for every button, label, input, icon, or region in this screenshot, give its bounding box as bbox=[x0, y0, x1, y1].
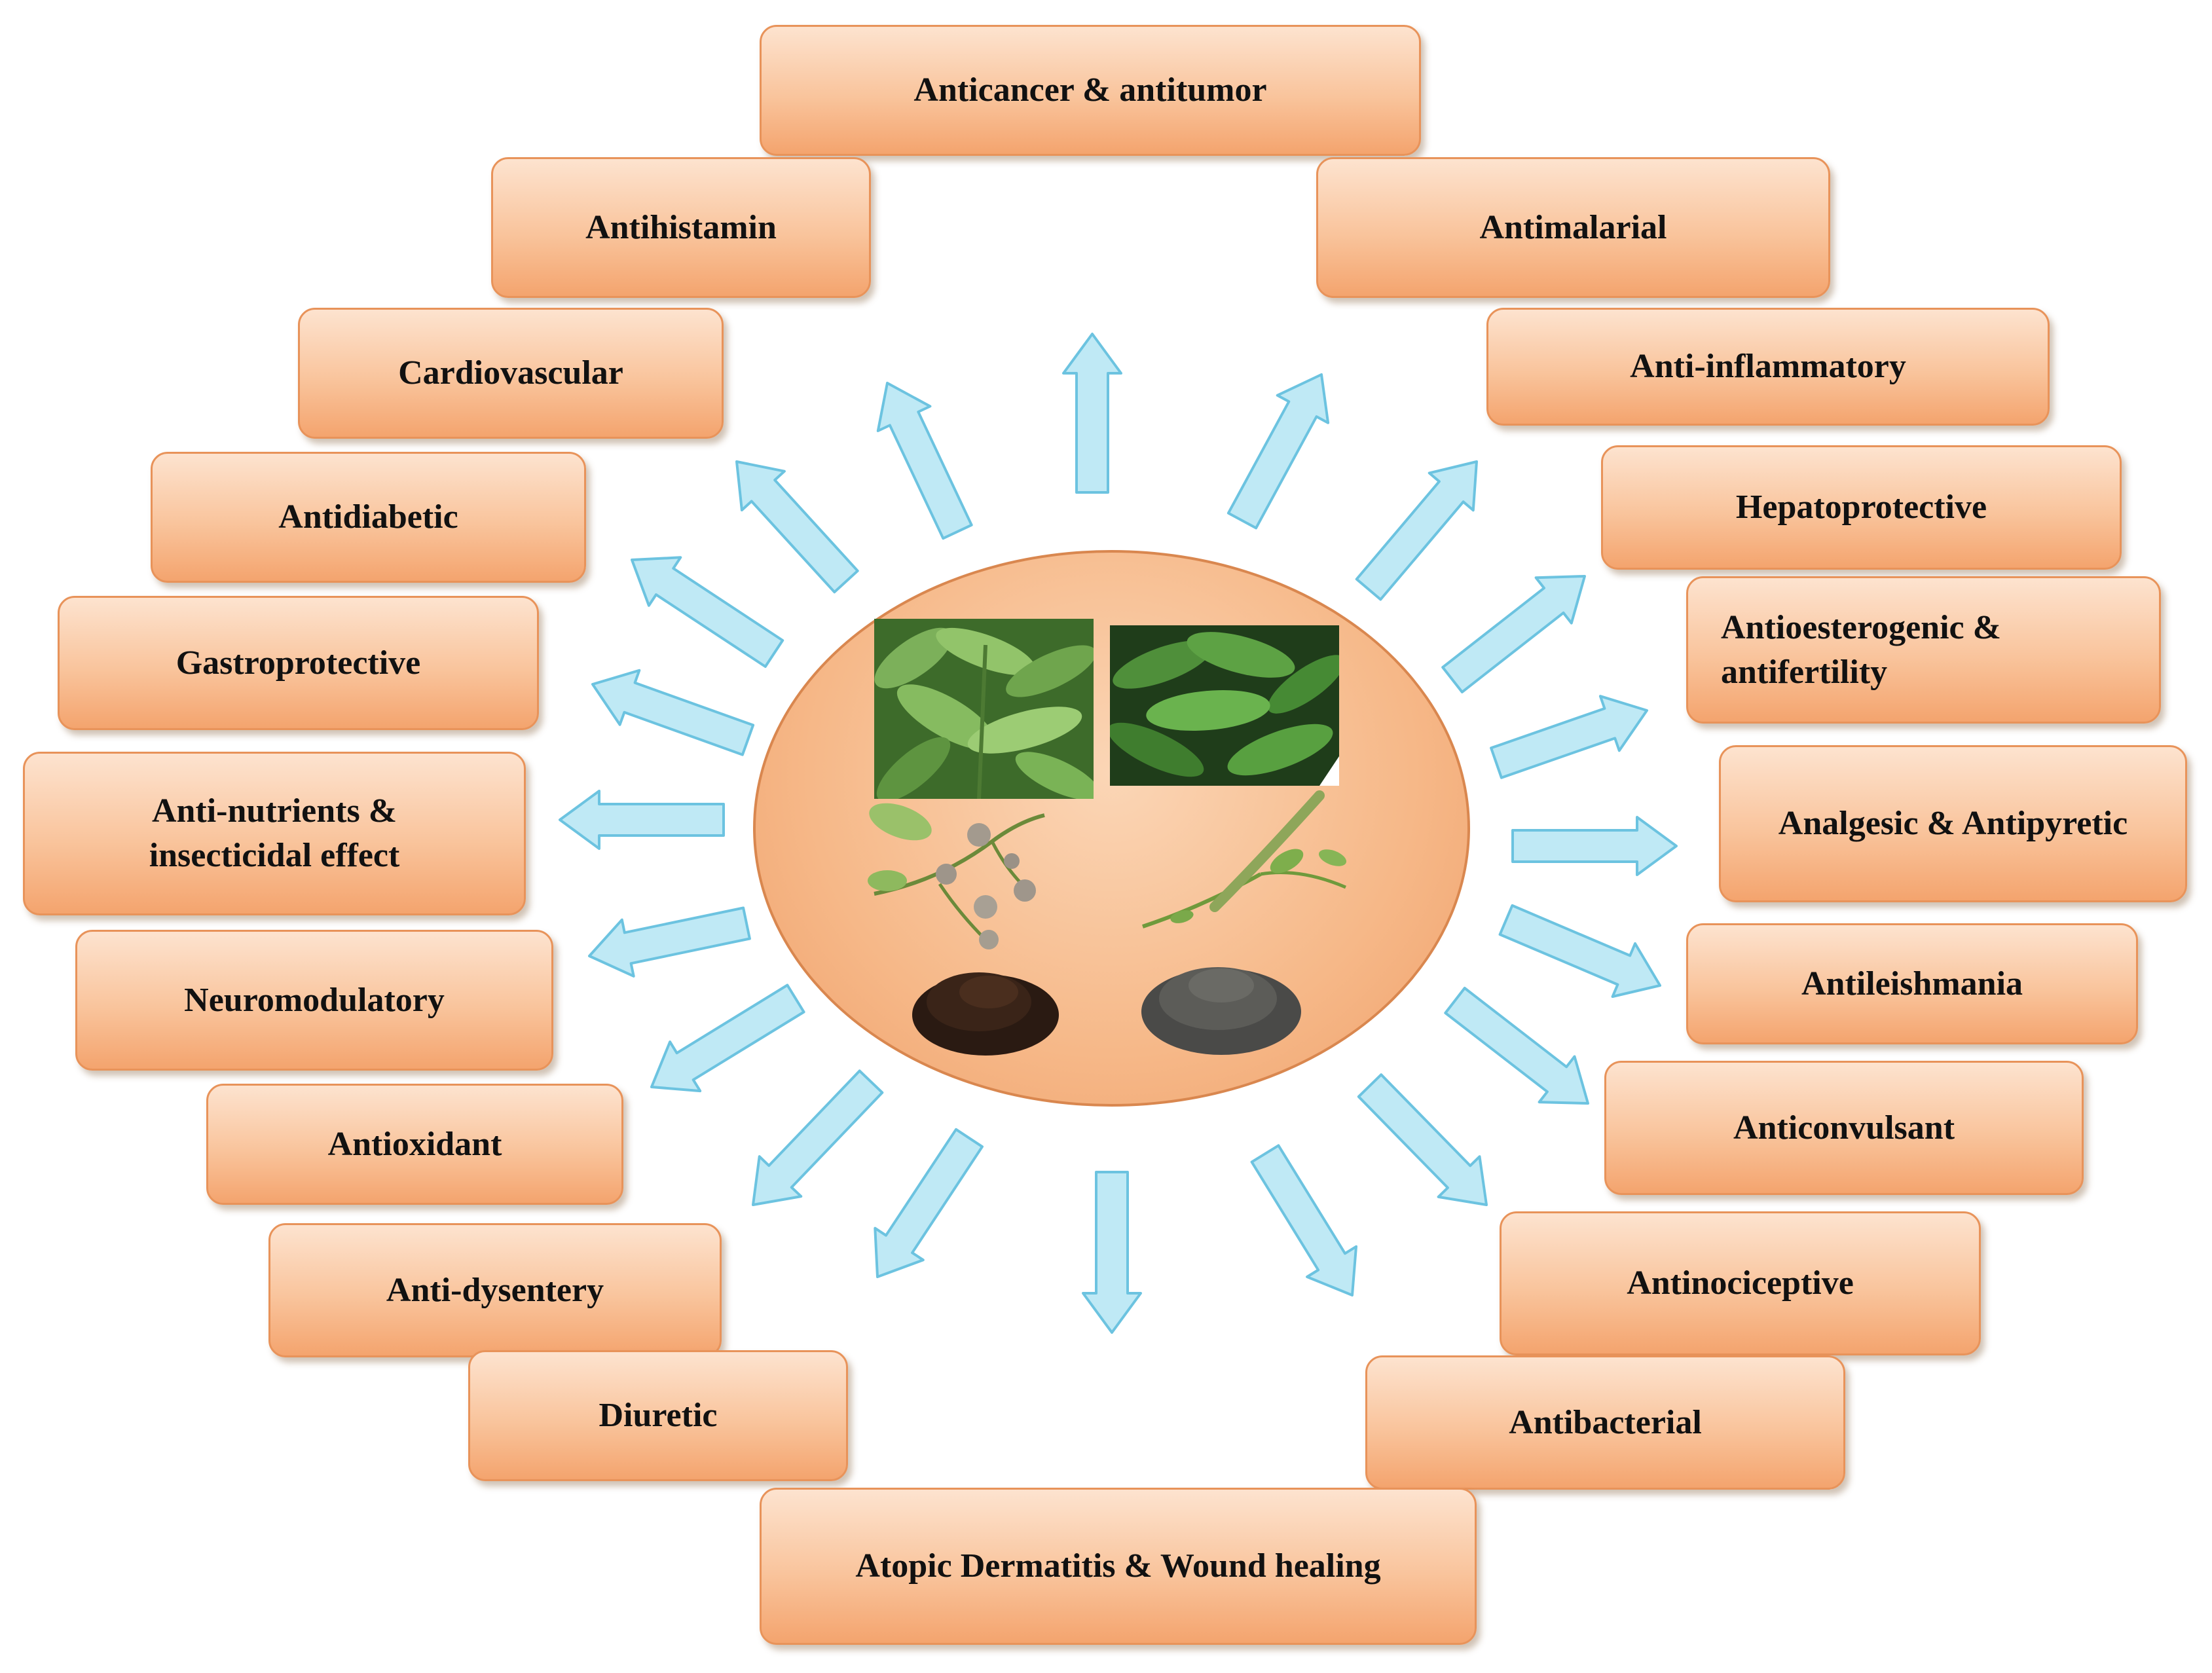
box-antihistamin: Antihistamin bbox=[491, 157, 871, 298]
box-label: Anti-inflammatory bbox=[1630, 348, 1906, 386]
box-hepatoprotective: Hepatoprotective bbox=[1601, 445, 2122, 570]
arrow-19 bbox=[1355, 460, 1478, 601]
arrow-18 bbox=[1441, 575, 1586, 693]
box-label: Neuromodulatory bbox=[184, 981, 445, 1019]
arrow-17 bbox=[1490, 695, 1648, 779]
arrow-10 bbox=[874, 1128, 984, 1278]
box-anti-inflammatory: Anti-inflammatory bbox=[1486, 308, 2050, 426]
box-label: Anticancer & antitumor bbox=[913, 71, 1267, 109]
box-label: Anticonvulsant bbox=[1733, 1109, 1955, 1147]
box-neuromodulatory: Neuromodulatory bbox=[75, 930, 553, 1071]
box-label: Atopic Dermatitis & Wound healing bbox=[855, 1547, 1381, 1585]
box-antioesterogenic: Antioesterogenic & antifertility bbox=[1686, 576, 2161, 724]
grey-seeds-photo bbox=[1141, 967, 1301, 1055]
box-antibacterial: Antibacterial bbox=[1365, 1355, 1845, 1490]
box-label: Antihistamin bbox=[585, 208, 777, 246]
box-label: Antimalarial bbox=[1479, 208, 1667, 246]
seed-pod-photo bbox=[1142, 790, 1347, 928]
black-seeds-photo bbox=[912, 972, 1059, 1056]
box-antinociceptive: Antinociceptive bbox=[1500, 1211, 1981, 1355]
arrow-2 bbox=[876, 382, 973, 540]
arrow-6 bbox=[559, 790, 725, 850]
box-analgesic: Analgesic & Antipyretic bbox=[1719, 745, 2187, 902]
box-gastroprotective: Gastroprotective bbox=[58, 596, 539, 730]
box-label: Gastroprotective bbox=[175, 644, 421, 682]
box-antioxidant: Antioxidant bbox=[206, 1084, 623, 1205]
box-label: Antibacterial bbox=[1509, 1403, 1702, 1441]
plant-leaves-photo-1 bbox=[874, 619, 1094, 799]
box-label: Diuretic bbox=[599, 1397, 718, 1435]
box-label: Antinociceptive bbox=[1627, 1264, 1854, 1302]
arrow-7 bbox=[588, 906, 751, 978]
box-label: Antidiabetic bbox=[278, 498, 458, 536]
box-antimalarial: Antimalarial bbox=[1316, 157, 1830, 298]
arrow-13 bbox=[1357, 1073, 1488, 1206]
arrow-14 bbox=[1444, 987, 1589, 1105]
arrow-1 bbox=[1062, 333, 1122, 494]
box-label: Antioesterogenic & antifertility bbox=[1721, 608, 2001, 691]
arrow-20 bbox=[1226, 373, 1330, 530]
box-anti-nutrients: Anti-nutrients & insecticidal effect bbox=[23, 752, 526, 915]
box-cardiovascular: Cardiovascular bbox=[298, 308, 724, 439]
box-label: Hepatoprotective bbox=[1735, 488, 1987, 526]
arrow-4 bbox=[631, 556, 784, 668]
arrow-15 bbox=[1498, 904, 1661, 998]
arrow-9 bbox=[752, 1069, 884, 1206]
box-atopic-dermatitis: Atopic Dermatitis & Wound healing bbox=[760, 1488, 1477, 1645]
box-label: Antileishmania bbox=[1801, 965, 2023, 1002]
arrow-3 bbox=[735, 460, 859, 594]
box-label: Anti-nutrients & insecticidal effect bbox=[149, 792, 400, 874]
box-diuretic: Diuretic bbox=[468, 1350, 848, 1481]
box-label: Antioxidant bbox=[327, 1125, 502, 1163]
box-label: Anti-dysentery bbox=[386, 1271, 604, 1309]
box-anti-dysentery: Anti-dysentery bbox=[268, 1223, 722, 1357]
plant-leaves-photo-2 bbox=[1110, 625, 1339, 786]
arrow-11 bbox=[1082, 1171, 1142, 1334]
arrow-12 bbox=[1250, 1144, 1357, 1296]
arrow-5 bbox=[591, 669, 755, 756]
box-antidiabetic: Antidiabetic bbox=[151, 452, 586, 583]
flowering-stem-photo bbox=[868, 803, 1045, 949]
box-anticancer: Anticancer & antitumor bbox=[760, 25, 1421, 156]
box-label: Cardiovascular bbox=[398, 354, 623, 392]
arrow-16 bbox=[1511, 816, 1678, 876]
box-antileishmania: Antileishmania bbox=[1686, 923, 2138, 1044]
box-label: Analgesic & Antipyretic bbox=[1778, 805, 2128, 843]
arrow-8 bbox=[650, 984, 805, 1093]
box-anticonvulsant: Anticonvulsant bbox=[1604, 1061, 2084, 1195]
